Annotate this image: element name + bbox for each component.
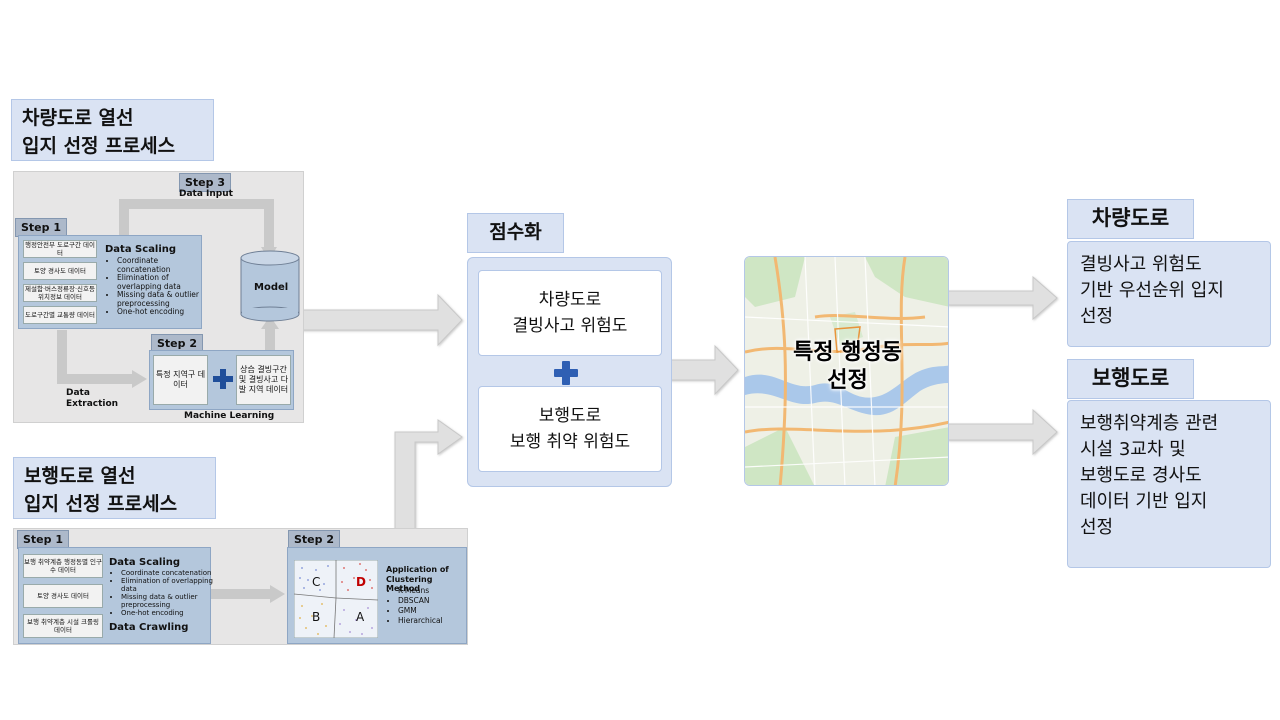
pedestrian-scaling-list: Coordinate concatenation Elimination of …	[109, 569, 213, 617]
vehicle-step3-tag: Step 3	[179, 173, 231, 192]
vehicle-scaling-item: Missing data & outlier preprocessing	[117, 290, 203, 308]
pedestrian-process-title-line2: 입지 선정 프로세스	[24, 493, 178, 515]
scoring-card-vehicle: 차량도로 결빙사고 위험도	[478, 270, 662, 356]
vehicle-scaling-title: Data Scaling	[105, 244, 177, 255]
pedestrian-scaling-item: Elimination of overlapping data	[121, 577, 213, 593]
scoring-panel: 차량도로 결빙사고 위험도 보행도로 보행 취약 위험도	[467, 257, 672, 487]
scoring-card-pedestrian-line2: 보행 취약 위험도	[509, 432, 631, 452]
pedestrian-output-box: 보행취약계층 관련 시설 3교차 및 보행도로 경사도 데이터 기반 입지 선정	[1067, 400, 1271, 568]
pedestrian-output-line: 시설 3교차 및	[1080, 439, 1186, 460]
vehicle-input-2: 토양 경사도 데이터	[23, 262, 97, 280]
vehicle-process-title-line1: 차량도로 열선	[22, 107, 134, 129]
scoring-card-vehicle-line2: 결빙사고 위험도	[512, 316, 628, 336]
pedestrian-internal-arrow	[211, 585, 285, 603]
scoring-card-pedestrian: 보행도로 보행 취약 위험도	[478, 386, 662, 472]
vehicle-output-box: 결빙사고 위험도 기반 우선순위 입지 선정	[1067, 241, 1271, 347]
pedestrian-scaling-item: Missing data & outlier preprocessing	[121, 593, 213, 609]
scoring-card-vehicle-line1: 차량도로	[538, 290, 602, 310]
clustering-method: Hierarchical	[398, 616, 466, 626]
vehicle-output-title: 차량도로	[1067, 199, 1194, 239]
clustering-method: K-Means	[398, 586, 466, 596]
clustering-method: GMM	[398, 606, 466, 616]
pedestrian-step2-panel: C D B A Application of Clustering Method…	[287, 547, 467, 644]
model-label: Model	[254, 282, 289, 293]
pedestrian-input-2: 토양 경사도 데이터	[23, 584, 103, 608]
arrow-map-to-vehicle-output	[947, 275, 1058, 321]
clustering-method: DBSCAN	[398, 596, 466, 606]
pedestrian-output-line: 보행취약계층 관련	[1080, 413, 1219, 434]
clustering-title-1: Application of	[386, 565, 449, 574]
vehicle-input-3: 제설함·버스정류장·신호등 위치정보 데이터	[23, 284, 97, 302]
ml-box-icy-sections: 상습 결빙구간 및 결빙사고 다발 지역 데이터	[236, 355, 291, 405]
pedestrian-scaling-title: Data Scaling	[109, 557, 181, 568]
arrow-pedestrian-to-scoring	[394, 419, 463, 531]
pedestrian-input-3: 보행 취약계층 시설 크롤링 데이터	[23, 614, 103, 638]
vehicle-input-4: 도로구간별 교통량 데이터	[23, 306, 97, 324]
vehicle-output-line: 선정	[1080, 306, 1114, 327]
pedestrian-process-panel: Step 1 보행 취약계층 행정동별 인구 수 데이터 토양 경사도 데이터 …	[13, 528, 468, 645]
vehicle-process-title-line2: 입지 선정 프로세스	[22, 135, 176, 157]
map-label-line1: 특정 행정동	[793, 340, 902, 365]
pedestrian-output-title: 보행도로	[1067, 359, 1194, 399]
arrow-vehicle-to-scoring	[299, 293, 463, 347]
pedestrian-scaling-item: One-hot encoding	[121, 609, 213, 617]
clustering-methods-list: K-Means DBSCAN GMM Hierarchical	[386, 586, 466, 626]
data-extraction-label-1: Data	[66, 388, 90, 398]
vehicle-step1-panel: 행정안전부 도로구간 데이터 토양 경사도 데이터 제설함·버스정류장·신호등 …	[18, 235, 202, 329]
vehicle-step2-panel: 특정 지역구 데이터 상습 결빙구간 및 결빙사고 다발 지역 데이터	[149, 350, 294, 410]
vehicle-internal-arrows	[57, 199, 300, 388]
vehicle-input-1: 행정안전부 도로구간 데이터	[23, 240, 97, 258]
pedestrian-step1-panel: 보행 취약계층 행정동별 인구 수 데이터 토양 경사도 데이터 보행 취약계층…	[18, 547, 213, 644]
map-label-line2: 선정	[827, 368, 868, 393]
pedestrian-process-title-line1: 보행도로 열선	[24, 465, 136, 487]
vehicle-step1-tag: Step 1	[15, 218, 67, 237]
pedestrian-process-title: 보행도로 열선 입지 선정 프로세스	[13, 457, 216, 519]
model-cylinder-icon	[240, 250, 300, 322]
cluster-label-c: C	[312, 575, 321, 589]
cluster-label-d: D	[356, 575, 366, 589]
vehicle-output-line: 결빙사고 위험도	[1080, 254, 1202, 275]
plus-icon	[213, 369, 233, 389]
clustering-title-2: Clustering Method	[386, 575, 433, 593]
pedestrian-scaling-item: Coordinate concatenation	[121, 569, 213, 577]
plus-icon	[554, 361, 578, 385]
seoul-map: 특정 행정동 선정	[744, 256, 949, 486]
vehicle-scaling-item: Coordinate concatenation	[117, 256, 203, 274]
vehicle-output-line: 기반 우선순위 입지	[1080, 280, 1224, 301]
arrow-scoring-to-map	[669, 344, 739, 396]
data-crawling-title: Data Crawling	[109, 622, 189, 633]
vehicle-process-title: 차량도로 열선 입지 선정 프로세스	[11, 99, 214, 161]
machine-learning-label: Machine Learning	[184, 411, 275, 421]
cluster-label-b: B	[312, 610, 321, 624]
pedestrian-output-line: 선정	[1080, 517, 1114, 538]
vehicle-scaling-item: One-hot encoding	[117, 307, 203, 317]
map-image	[745, 257, 948, 485]
data-extraction-label-2: Extraction	[66, 399, 119, 409]
pedestrian-output-line: 보행도로 경사도	[1080, 465, 1202, 486]
ml-box-region: 특정 지역구 데이터	[153, 355, 208, 405]
data-input-label: Data Input	[179, 189, 233, 199]
cluster-label-a: A	[356, 610, 365, 624]
vehicle-scaling-item: Elimination of overlapping data	[117, 273, 203, 291]
vehicle-process-panel: Step 3 Data Input Model Step 1 행정안전부 도로구…	[13, 171, 304, 423]
scoring-title: 점수화	[467, 213, 564, 253]
arrow-map-to-pedestrian-output	[947, 408, 1058, 456]
scoring-card-pedestrian-line1: 보행도로	[538, 406, 602, 426]
pedestrian-input-1: 보행 취약계층 행정동별 인구 수 데이터	[23, 554, 103, 578]
cluster-plot	[294, 560, 378, 638]
vehicle-scaling-list: Coordinate concatenation Elimination of …	[105, 256, 203, 317]
map-label: 특정 행정동 선정	[745, 339, 948, 395]
pedestrian-output-line: 데이터 기반 입지	[1080, 491, 1208, 512]
